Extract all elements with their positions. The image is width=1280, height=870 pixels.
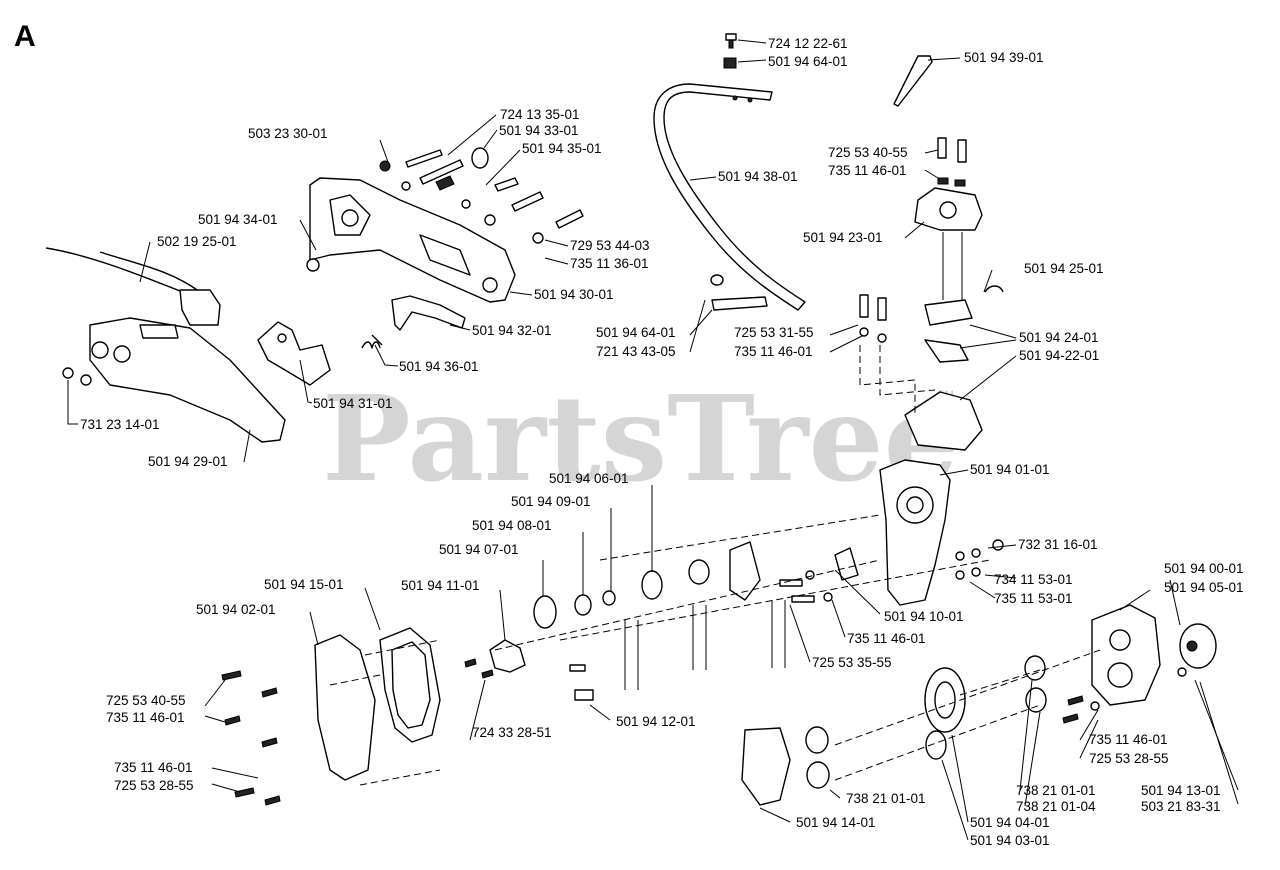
leader-lines (67, 39, 1239, 841)
part-label: 501 94 13-01 (1141, 783, 1221, 798)
part-label: 501 94 29-01 (148, 454, 228, 469)
part-label: 501 94 10-01 (884, 609, 964, 624)
part-label: 725 53 28-55 (114, 778, 194, 793)
part-label: 501 94 12-01 (616, 714, 696, 729)
cover-part (89, 317, 286, 443)
part-label: 501 94 06-01 (549, 471, 629, 486)
part-label: 735 11 36-01 (570, 256, 649, 271)
part-label: 501 94 08-01 (472, 518, 552, 533)
part-label: 731 23 14-01 (80, 417, 160, 432)
part-label: 738 21 01-04 (1016, 799, 1096, 814)
part-label: 501 94 32-01 (472, 323, 552, 338)
part-label: 503 21 83-31 (1141, 799, 1221, 814)
part-labels: 724 12 22-61 501 94 64-01 501 94 39-01 7… (80, 36, 1244, 848)
part-label: 501 94 38-01 (718, 169, 798, 184)
part-label: 724 12 22-61 (768, 36, 848, 51)
part-label: 501 94 39-01 (964, 50, 1044, 65)
sleeve-part (924, 299, 973, 326)
watermark: PartsTree (322, 369, 959, 508)
flange-part (1179, 623, 1217, 669)
part-label: 735 11 46-01 (734, 344, 813, 359)
part-label: 503 23 30-01 (248, 126, 328, 141)
part-label: 501 94 64-01 (768, 54, 848, 69)
part-label: 501 94 14-01 (796, 815, 876, 830)
part-label: 724 13 35-01 (500, 107, 580, 122)
part-label: 735 11 46-01 (1089, 732, 1168, 747)
part-label: 729 53 44-03 (570, 238, 650, 253)
gearbox-part (1091, 604, 1161, 706)
part-label: 501 94 36-01 (399, 359, 479, 374)
part-label: 735 11 46-01 (114, 760, 193, 775)
spring-part (361, 334, 383, 349)
pin-part (893, 55, 933, 107)
mount-part (904, 391, 983, 451)
part-label: 501 94 30-01 (534, 287, 614, 302)
part-label: 501 94 01-01 (970, 462, 1050, 477)
part-label: 725 53 31-55 (734, 325, 814, 340)
part-label: 735 11 46-01 (828, 163, 907, 178)
part-label: 501 94 64-01 (596, 325, 676, 340)
bracket-bolts (379, 147, 584, 244)
part-label: 735 11 53-01 (994, 591, 1073, 606)
part-label: 725 53 40-55 (828, 145, 908, 160)
main-housing-part (879, 459, 951, 606)
part-label: 501 94 00-01 (1164, 561, 1244, 576)
part-label: 501 94 33-01 (499, 123, 579, 138)
part-label: 501 94 09-01 (511, 494, 591, 509)
part-label: 501 94 03-01 (970, 833, 1050, 848)
gasket-rear-part (741, 727, 791, 806)
front-cover-part (314, 634, 376, 781)
part-label: 738 21 01-01 (846, 791, 926, 806)
part-label: 721 43 43-05 (596, 344, 676, 359)
part-label: 725 53 35-55 (812, 655, 892, 670)
part-label: 725 53 40-55 (106, 693, 186, 708)
pinion-part (925, 730, 947, 760)
part-label: 501 94 23-01 (803, 230, 883, 245)
part-label: 735 11 46-01 (106, 710, 185, 725)
handle-bar-part (653, 83, 806, 311)
part-label: 734 11 53-01 (994, 572, 1073, 587)
part-label: 501 94 04-01 (970, 815, 1050, 830)
part-label: 501 94 07-01 (439, 542, 519, 557)
part-label: 501 94 24-01 (1019, 330, 1099, 345)
part-label: 732 31 16-01 (1018, 537, 1098, 552)
handle-part (391, 295, 466, 331)
part-label: 735 11 46-01 (847, 631, 926, 646)
part-label: 501 94 31-01 (313, 396, 393, 411)
part-illustrations (45, 33, 1217, 806)
part-label: 501 94-22-01 (1019, 348, 1099, 363)
part-label: 501 94 05-01 (1164, 580, 1244, 595)
part-label: 738 21 01-01 (1016, 783, 1096, 798)
pulley-part (489, 639, 526, 673)
part-label: 501 94 35-01 (522, 141, 602, 156)
part-label: 501 94 34-01 (198, 212, 278, 227)
cover-bolts (221, 658, 1187, 806)
top-screw-part (723, 33, 737, 69)
section-letter: A (14, 20, 36, 53)
cable-part (45, 247, 191, 296)
part-label: 725 53 28-55 (1089, 751, 1169, 766)
part-label: 501 94 25-01 (1024, 261, 1104, 276)
part-label: 502 19 25-01 (157, 234, 237, 249)
part-label: 501 94 02-01 (196, 602, 276, 617)
part-label: 501 94 15-01 (264, 577, 344, 592)
lever-part (257, 321, 331, 386)
part-label: 501 94 11-01 (401, 578, 480, 593)
part-label: 724 33 28-51 (472, 725, 552, 740)
